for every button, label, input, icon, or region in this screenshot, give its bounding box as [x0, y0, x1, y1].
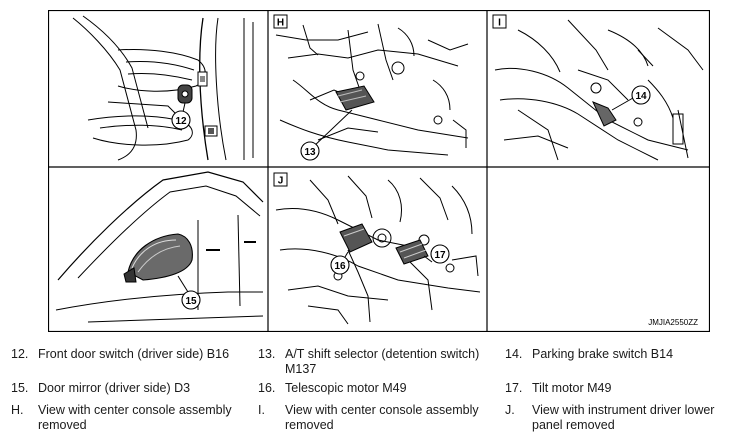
callout-16-label: 16: [334, 261, 346, 272]
panel-steering-motors: [275, 175, 481, 325]
panel-shift-selector: [275, 23, 469, 156]
legend-item-text: Telescopic motor M49: [285, 381, 407, 395]
legend-item-number: 17.: [505, 381, 523, 395]
legend-item-text: Front door switch (driver side) B16: [38, 347, 230, 361]
callout-16-circle: [330, 255, 350, 275]
legend-item-number: 16.: [258, 381, 276, 395]
legend-item-number: I.: [258, 403, 265, 417]
panel-j-letter: J: [278, 176, 284, 187]
panel-h-letter: H: [277, 18, 284, 29]
figure-id-code: JMJIA2550ZZ: [648, 318, 698, 327]
legend: 12. Front door switch (driver side) B16 …: [0, 343, 731, 443]
panel-i-letter-box: [492, 14, 507, 29]
diagram-svg: 12 H 13: [48, 10, 710, 332]
legend-item-text: View with center console assembly remove…: [285, 403, 479, 432]
legend-item-number: 15.: [11, 381, 29, 395]
callout-17-circle: [430, 244, 450, 264]
panel-door-switch: [72, 15, 254, 161]
legend-item-text: View with center console assembly remove…: [38, 403, 232, 432]
legend-item-text: Tilt motor M49: [532, 381, 612, 395]
panel-h-letter-box: [273, 14, 288, 29]
panel-door-mirror: [55, 171, 264, 323]
callout-13-label: 13: [304, 147, 316, 158]
legend-item-text: A/T shift selector (detention switch) M1…: [285, 347, 480, 376]
panel-i-letter: I: [498, 18, 501, 29]
legend-item-text: Door mirror (driver side) D3: [38, 381, 191, 395]
callout-12-circle: [171, 110, 191, 130]
callout-14-circle: [631, 85, 651, 105]
legend-item-number: J.: [505, 403, 515, 417]
panel-parking-brake: [494, 19, 704, 161]
panel-j-letter-box: [273, 172, 288, 187]
callout-13-circle: [300, 141, 320, 161]
callout-14-label: 14: [635, 91, 647, 102]
figure-frame: [48, 10, 710, 332]
legend-item-number: 14.: [505, 347, 523, 361]
legend-item-number: 13.: [258, 347, 276, 361]
callout-17-label: 17: [434, 250, 446, 261]
callout-15-circle: [181, 290, 201, 310]
legend-item-number: 12.: [11, 347, 29, 361]
legend-item-number: H.: [11, 403, 24, 417]
legend-item-text: View with instrument driver lower panel …: [532, 403, 715, 432]
diagram-figure: 12 H 13: [48, 10, 710, 332]
callout-12-label: 12: [175, 116, 187, 127]
legend-item-text: Parking brake switch B14: [532, 347, 674, 361]
callout-15-label: 15: [185, 296, 197, 307]
